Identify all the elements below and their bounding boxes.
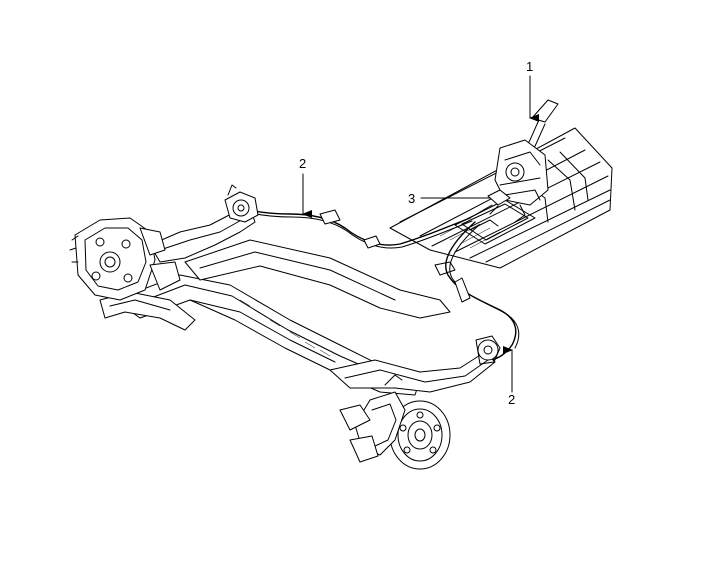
left-wheel-hub	[69, 217, 181, 301]
parking-brake-cable-right	[434, 221, 520, 361]
cable-equalizer	[469, 189, 511, 219]
right-wheel-hub	[339, 374, 451, 470]
callout-label-3: 3	[408, 191, 415, 206]
rear-subframe	[99, 184, 501, 396]
callout-label-1: 1	[526, 59, 533, 74]
parking-brake-pedal	[494, 99, 559, 223]
callout-label-2-lower: 2	[508, 392, 515, 407]
callout-1: 1	[526, 59, 539, 122]
parking-brake-cable-left	[241, 207, 473, 249]
callout-2-upper: 2	[299, 156, 312, 218]
callout-3: 3	[408, 191, 491, 206]
callout-label-2-upper: 2	[299, 156, 306, 171]
callout-2-lower: 2	[503, 346, 515, 407]
